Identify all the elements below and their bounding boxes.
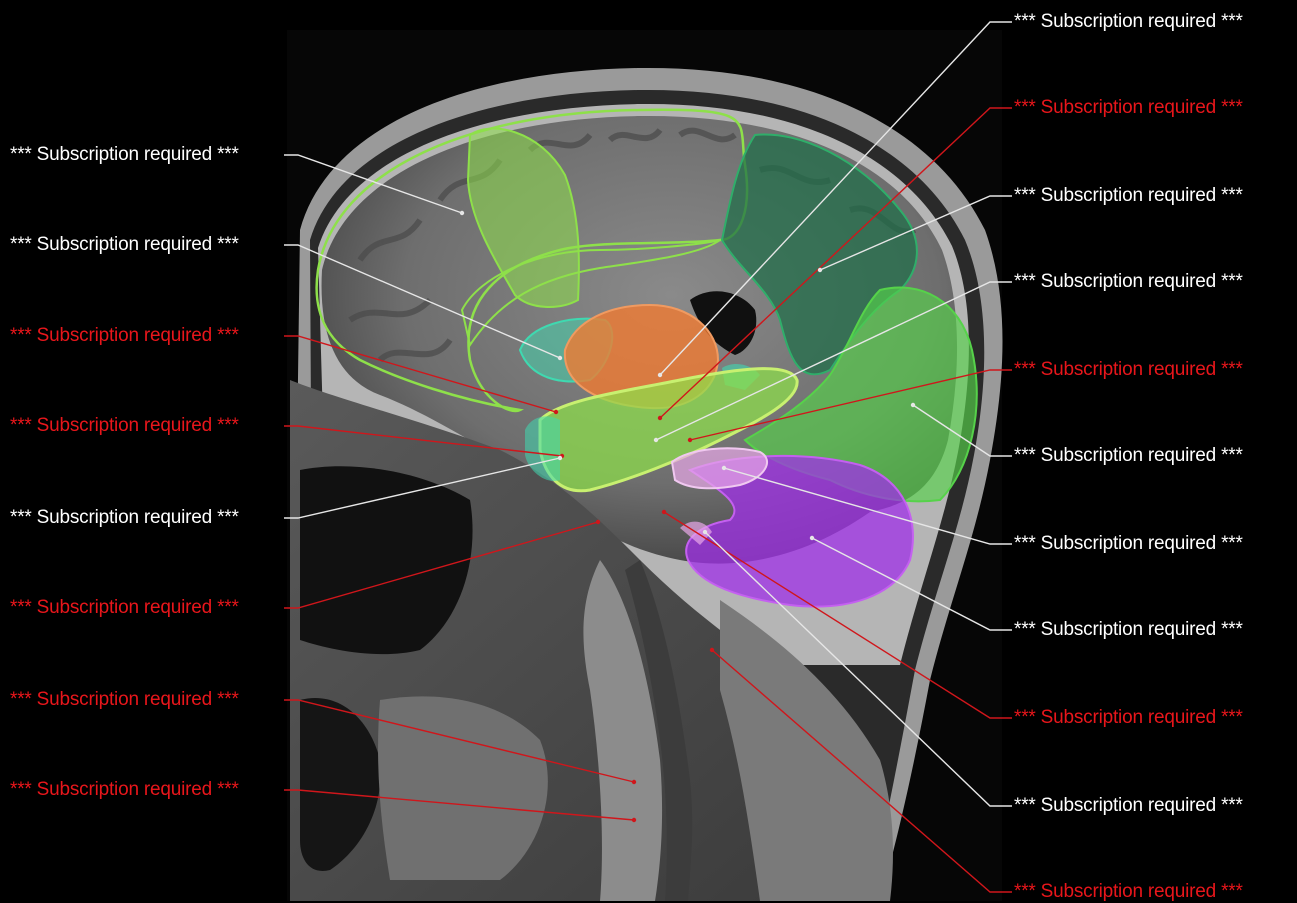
- right-leader-3: [820, 196, 1012, 270]
- left-label-1: *** Subscription required ***: [10, 144, 239, 166]
- right-leader-11: [712, 650, 1012, 892]
- right-leader-9-dot: [662, 510, 666, 514]
- right-leader-3-dot: [818, 268, 822, 272]
- left-leader-3: [284, 336, 556, 412]
- right-label-1: *** Subscription required ***: [1014, 11, 1243, 33]
- right-leader-8: [812, 538, 1012, 630]
- left-label-3: *** Subscription required ***: [10, 325, 239, 347]
- right-leader-6: [913, 405, 1012, 456]
- left-leader-8: [284, 790, 634, 820]
- right-label-6: *** Subscription required ***: [1014, 445, 1243, 467]
- left-leader-6-dot: [596, 520, 600, 524]
- left-leader-3-dot: [554, 410, 558, 414]
- left-leader-8-dot: [632, 818, 636, 822]
- left-leader-7-dot: [632, 780, 636, 784]
- right-label-4: *** Subscription required ***: [1014, 271, 1243, 293]
- right-leader-10: [705, 532, 1012, 806]
- left-leader-5-dot: [558, 456, 562, 460]
- right-leader-7: [724, 468, 1012, 544]
- left-leader-5: [284, 458, 560, 518]
- right-leader-2-dot: [658, 416, 662, 420]
- right-label-10: *** Subscription required ***: [1014, 795, 1243, 817]
- right-leader-5: [690, 370, 1012, 440]
- right-label-11: *** Subscription required ***: [1014, 881, 1243, 903]
- right-leader-10-dot: [703, 530, 707, 534]
- right-label-3: *** Subscription required ***: [1014, 185, 1243, 207]
- left-label-8: *** Subscription required ***: [10, 779, 239, 801]
- right-leader-11-dot: [710, 648, 714, 652]
- right-label-5: *** Subscription required ***: [1014, 359, 1243, 381]
- left-label-7: *** Subscription required ***: [10, 689, 239, 711]
- right-label-2: *** Subscription required ***: [1014, 97, 1243, 119]
- left-label-5: *** Subscription required ***: [10, 507, 239, 529]
- left-leader-1: [284, 155, 462, 213]
- right-leader-7-dot: [722, 466, 726, 470]
- right-leader-4: [656, 282, 1012, 440]
- right-leader-6-dot: [911, 403, 915, 407]
- right-leader-1-dot: [658, 373, 662, 377]
- right-label-7: *** Subscription required ***: [1014, 533, 1243, 555]
- left-leader-2-dot: [558, 356, 562, 360]
- right-leader-8-dot: [810, 536, 814, 540]
- left-leader-7: [284, 700, 634, 782]
- right-leader-1: [660, 22, 1012, 375]
- left-label-6: *** Subscription required ***: [10, 597, 239, 619]
- right-label-9: *** Subscription required ***: [1014, 707, 1243, 729]
- right-leader-4-dot: [654, 438, 658, 442]
- left-leader-4: [284, 426, 562, 456]
- left-label-2: *** Subscription required ***: [10, 234, 239, 256]
- right-leader-5-dot: [688, 438, 692, 442]
- left-leader-1-dot: [460, 211, 464, 215]
- left-label-4: *** Subscription required ***: [10, 415, 239, 437]
- left-leader-2: [284, 245, 560, 358]
- right-label-8: *** Subscription required ***: [1014, 619, 1243, 641]
- left-leader-6: [284, 522, 598, 608]
